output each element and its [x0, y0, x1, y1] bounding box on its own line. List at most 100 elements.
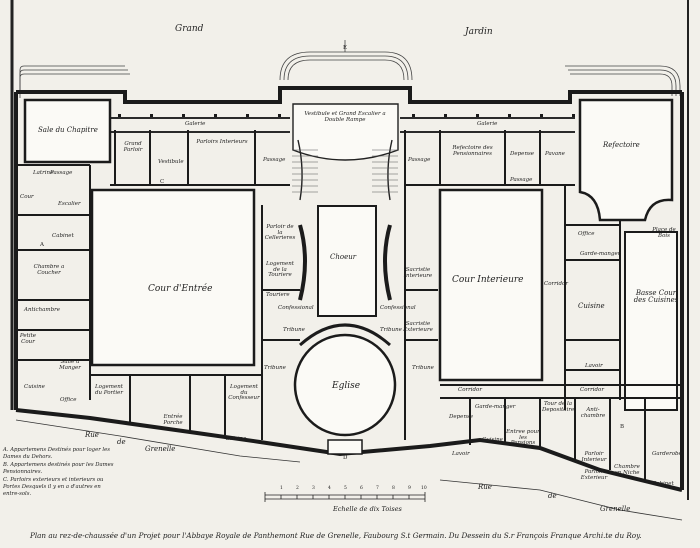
room-salle-manger: Salle a Manger [59, 359, 81, 371]
room-cour-entree: Cour d'Entrée [148, 284, 213, 294]
scale-tick: 1 [280, 486, 283, 491]
room-lavoir: Lavoir [585, 363, 603, 369]
room-chapter-label: Sale du Chapitre [38, 126, 98, 134]
room-corridor-r: Corridor [544, 281, 568, 287]
room-confessional-l: Confessional [278, 305, 314, 311]
room-corridor-br: Corridor [580, 387, 604, 393]
room-parloirs-int: Parloirs Interieurs [196, 139, 248, 145]
room-cuisine-a: Cuisine [24, 384, 45, 390]
grand-stair [292, 103, 399, 201]
room-tribune-l2: Tribune [264, 365, 286, 371]
room-place-bois: Place de Bois [652, 227, 676, 239]
plan-caption: Plan au rez-de-chaussée d'un Projet pour… [30, 531, 642, 540]
scale-tick: 9 [408, 486, 411, 491]
gallery-walls [110, 117, 575, 133]
room-choeur: Choeur [330, 253, 357, 261]
interior-court [438, 188, 544, 382]
room-passage-3: Passage [50, 170, 73, 176]
gallery-columns [118, 114, 575, 117]
room-gallery-right: Galerie [477, 121, 498, 127]
room-garderobe: Garderobe [652, 451, 682, 457]
room-vestibule-label: Vestibule et Grand Escalier a Double Ram… [304, 111, 386, 123]
room-logement-portier: Logement du Portier [94, 384, 124, 396]
room-chambre-niche: Chambre en Niche [614, 464, 640, 476]
room-cabinet-b: Cabinet [652, 481, 674, 487]
room-passage-2: Passage [408, 157, 431, 163]
room-touriere: Touriere [266, 292, 290, 298]
scale-tick: 7 [376, 486, 379, 491]
street-grenelle-left: Grenelle [145, 445, 176, 453]
room-logement-touriere: Logement de la Touriere [266, 261, 294, 278]
room-sacristie-ext: Sacristie Exterieure [403, 321, 433, 333]
room-parloir-ext: Parloir Exterieur [580, 469, 608, 481]
room-refectoire: Refectoire [603, 141, 640, 149]
room-passage-1: Passage [263, 157, 286, 163]
street-de-left: de [117, 438, 126, 446]
church [293, 205, 397, 455]
room-antichambre: Antichambre [24, 307, 61, 313]
room-lavoir-b: Lavoir [452, 451, 470, 457]
room-cour-left: Cour [20, 194, 34, 200]
legend: A. Appartemens Destinés pour loger les D… [3, 447, 118, 499]
room-garde-manger: Garde-manger [580, 251, 621, 257]
scale-bar [264, 492, 426, 502]
room-cour-interieure: Cour Interieure [452, 275, 524, 285]
room-tribune-r: Tribune [380, 327, 402, 333]
room-refectoire-pens: Refectoire des Pensionnaires [452, 145, 493, 157]
room-garde-manger-b: Garde-manger [475, 404, 516, 410]
room-corridor-mid: Corridor [458, 387, 482, 393]
refectory [578, 98, 674, 222]
room-latrine: Latrine [33, 170, 54, 176]
room-eglise: Eglise [332, 381, 361, 391]
marker-b: B [620, 424, 625, 430]
room-vestibule-small: Vestibule [158, 159, 184, 165]
marker-a: A [40, 242, 44, 248]
room-office: Office [578, 231, 595, 237]
room-tribune-l: Tribune [283, 327, 305, 333]
room-petite-cour: Petite Cour [19, 333, 37, 345]
room-depense-b: Depense [449, 414, 474, 420]
legend-item-a: A. Appartemens Destinés pour loger les D… [3, 447, 110, 460]
room-pavane: Pavane [545, 151, 565, 157]
marker-d: D [343, 455, 348, 461]
garden-label-left: Grand [175, 24, 204, 34]
kitchen-court [624, 231, 678, 411]
room-passage-4: Passage [510, 177, 533, 183]
room-anti-chambre: Anti-chambre [580, 407, 606, 419]
room-chambre-coucher: Chambre a Coucher [33, 264, 65, 276]
room-entree-porche: Entrée Porche [163, 414, 183, 426]
street-rue-right: Rue [478, 483, 492, 491]
street-grenelle-right: Grenelle [600, 505, 631, 513]
legend-item-b: B. Appartemens destinés pour les Dames P… [3, 462, 114, 475]
street-lines [15, 419, 683, 521]
room-office-a: Office [60, 397, 77, 403]
garden-edging [19, 40, 681, 98]
room-gallery-left: Galerie [185, 121, 206, 127]
scale-tick: 2 [296, 486, 299, 491]
room-tour-depositaire: Tour de la Depositaire [542, 401, 575, 413]
room-parloir-celleriere: Parloir de la Cellerieres [264, 224, 296, 241]
room-logement-confesseur: Logement du Confesseur [228, 384, 260, 401]
axis-letter: E [343, 45, 348, 51]
scale-tick: 3 [312, 486, 315, 491]
room-cabinet-a: Cabinet [52, 233, 74, 239]
scale-tick: 8 [392, 486, 395, 491]
garden-label-right: Jardin [465, 27, 493, 37]
entry-court [90, 188, 256, 367]
room-cuisine-b: Cuisine [482, 437, 503, 443]
room-latrine-b: Latrine [226, 436, 247, 442]
room-grand-parloir: Grand Parloir [123, 141, 143, 153]
scale-tick: 5 [344, 486, 347, 491]
room-basse-cour: Basse Cour des Cuisines [633, 289, 679, 304]
marker-c: C [160, 179, 165, 185]
room-depense: Depense [510, 151, 535, 157]
scale-label: Echelle de dix Toises [333, 505, 402, 513]
room-parloir-int: Parloir Interieur [581, 451, 607, 463]
scale-tick: 4 [328, 486, 331, 491]
room-entree-pensions: Entree pour les Pensions [506, 429, 540, 446]
room-tribune-r2: Tribune [412, 365, 434, 371]
street-de-right: de [548, 492, 557, 500]
interior-walls [16, 130, 682, 480]
scale-tick: 6 [360, 486, 363, 491]
room-escalier: Escalier [58, 201, 81, 207]
